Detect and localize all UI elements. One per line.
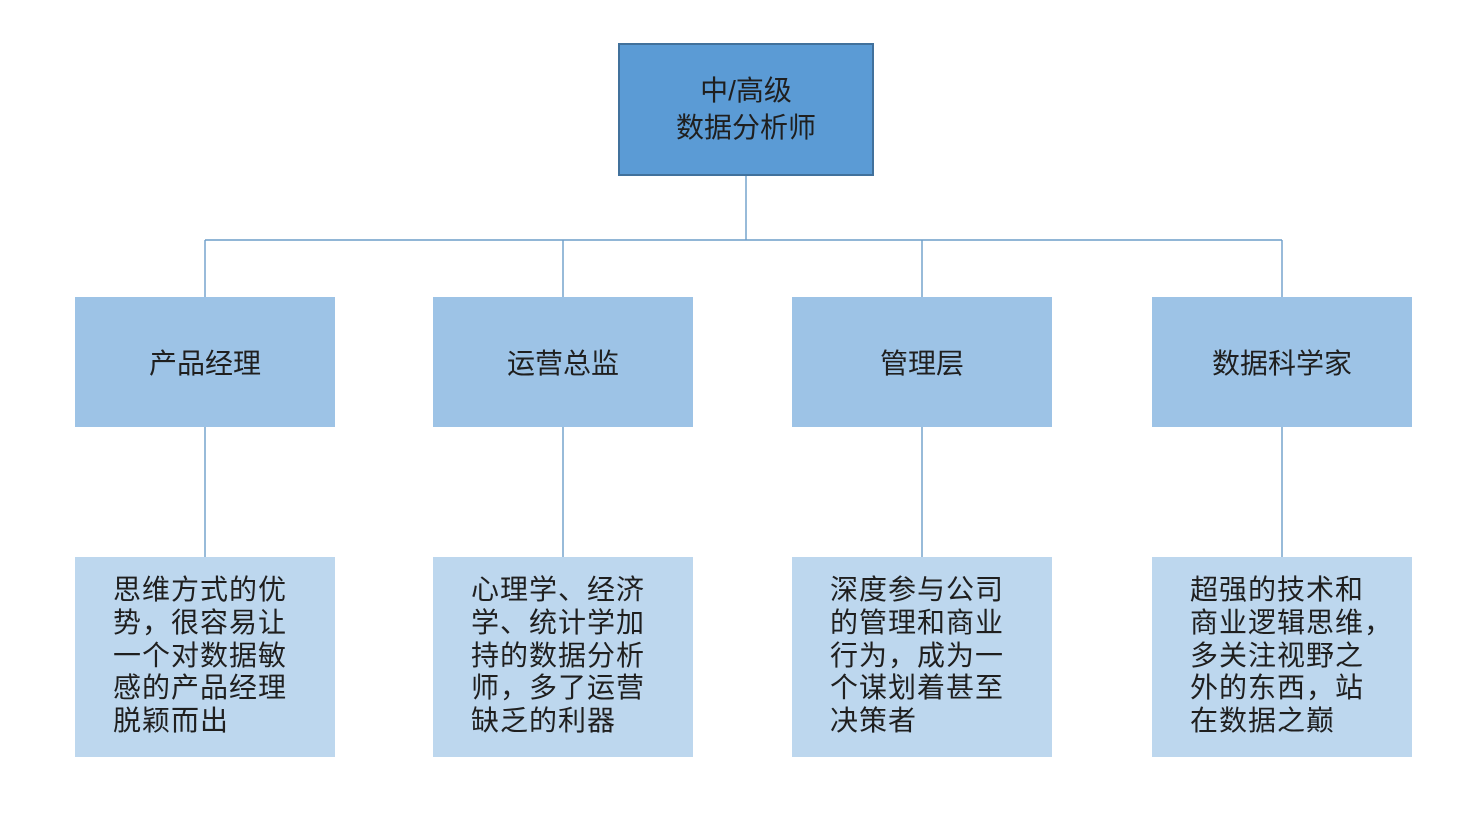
role-node-product-manager: 产品经理 (75, 297, 335, 427)
description-node-operations-director: 心理学、经济 学、统计学加 持的数据分析 师，多了运营 缺乏的利器 (433, 557, 693, 757)
description-node-product-manager: 思维方式的优 势，很容易让 一个对数据敏 感的产品经理 脱颖而出 (75, 557, 335, 757)
role-node-management: 管理层 (792, 297, 1052, 427)
role-node-operations-director: 运营总监 (433, 297, 693, 427)
description-node-data-scientist: 超强的技术和 商业逻辑思维， 多关注视野之 外的东西，站 在数据之巅 (1152, 557, 1412, 757)
role-node-data-scientist: 数据科学家 (1152, 297, 1412, 427)
description-node-management: 深度参与公司 的管理和商业 行为，成为一 个谋划着甚至 决策者 (792, 557, 1052, 757)
root-node-data-analyst: 中/高级 数据分析师 (618, 43, 874, 176)
